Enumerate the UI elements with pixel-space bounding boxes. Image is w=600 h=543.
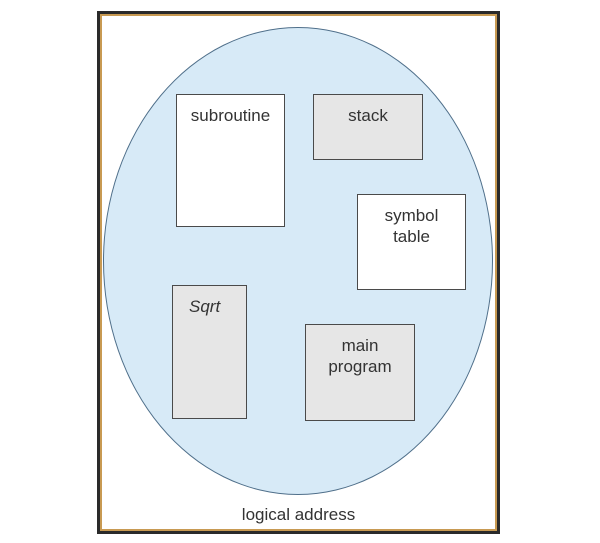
segment-main-program-label: main program [328, 336, 392, 376]
segment-stack-label: stack [348, 106, 388, 125]
segment-sqrt: Sqrt [172, 285, 247, 419]
segment-symbol-table: symbol table [357, 194, 466, 290]
segment-symbol-table-label: symbol table [384, 206, 439, 246]
segment-main-program: main program [305, 324, 415, 421]
segment-sqrt-label: Sqrt [189, 297, 221, 316]
segment-subroutine: subroutine [176, 94, 285, 227]
segment-stack: stack [313, 94, 423, 160]
segment-subroutine-label: subroutine [190, 106, 271, 125]
logical-address-frame: subroutine stack symbol table Sqrt main … [97, 11, 500, 534]
logical-address-caption: logical address [241, 505, 356, 524]
